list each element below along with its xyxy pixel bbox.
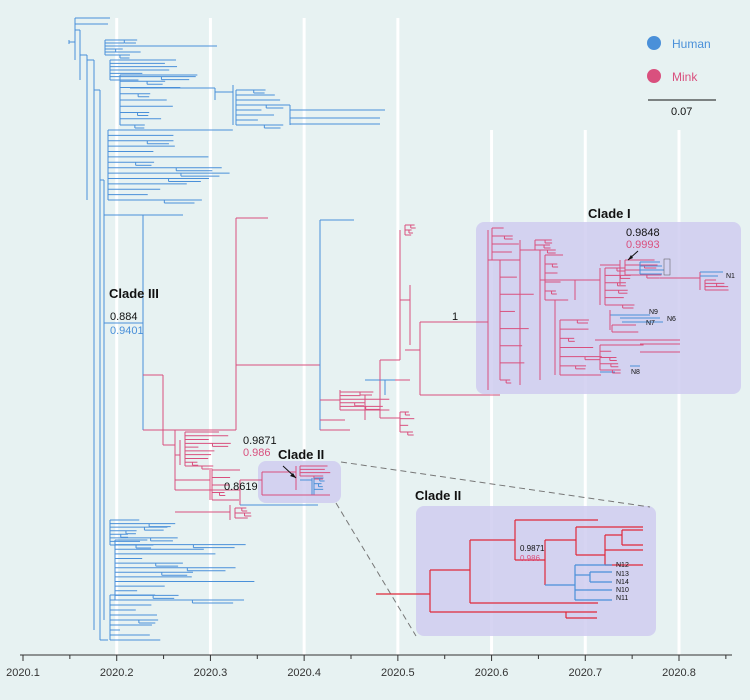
clade-2-support-bottom: 0.986 [243,447,271,459]
legend-human-label: Human [672,37,711,51]
x-tick-label-6: 2020.7 [568,667,602,679]
tree-branches [68,17,729,641]
clade-1-highlight [476,222,741,394]
root-support-value: 1 [452,311,458,323]
inset-support-top: 0.9871 [520,544,545,553]
inset-tree [376,519,643,619]
x-tick-label-3: 2020.4 [287,667,321,679]
clade-3-support-top: 0.884 [110,311,138,323]
clade-2-support-top: 0.9871 [243,435,277,447]
clade-3-title: Clade III [109,286,159,301]
inset-title: Clade II [415,488,461,503]
clade-3-support-bottom: 0.9401 [110,325,144,337]
legend: Human Mink 0.07 [647,36,716,118]
inset-leaf-n12: N12 [616,562,629,569]
inset-support-bottom: 0.986 [520,554,541,563]
x-tick-label-4: 2020.5 [381,667,415,679]
scale-bar-label: 0.07 [671,106,692,118]
x-axis: 2020.1 2020.2 2020.3 2020.4 2020.5 2020.6 2020… [6,654,732,679]
leaf-label-n8: N9 [649,309,658,316]
clade-1-support-top: 0.9848 [626,227,660,239]
inset-leaf-n14: N14 [616,579,629,586]
x-tick-label-5: 2020.6 [475,667,509,679]
leaf-label-stack [663,258,671,276]
legend-human-marker [647,36,661,50]
x-tick-label-2: 2020.3 [194,667,228,679]
zoom-connector-bottom [335,502,417,637]
leaf-label-n1: N1 [726,273,735,280]
inset-leaf-n11: N11 [616,595,628,602]
x-tick-label-0: 2020.1 [6,667,40,679]
clade-2-support-outer: 0.8619 [224,481,258,493]
leaf-label-n7: N7 [646,320,655,327]
clade-1-support-bottom: 0.9993 [626,239,660,251]
clade-1-arrow-head [628,255,633,260]
clade-1-title: Clade I [588,206,631,221]
clade-2-title: Clade II [278,447,324,462]
leaf-label-n6: N6 [667,316,676,323]
legend-mink-label: Mink [672,70,698,84]
x-tick-label-7: 2020.8 [662,667,696,679]
leaf-label-n9: N8 [631,369,640,376]
x-tick-label-1: 2020.2 [100,667,134,679]
inset-leaf-n13: N13 [616,571,629,578]
inset-leaf-n10: N10 [616,587,629,594]
legend-mink-marker [647,69,661,83]
clade-2-arrow-head [290,473,296,478]
zoom-connector-top [340,461,651,508]
